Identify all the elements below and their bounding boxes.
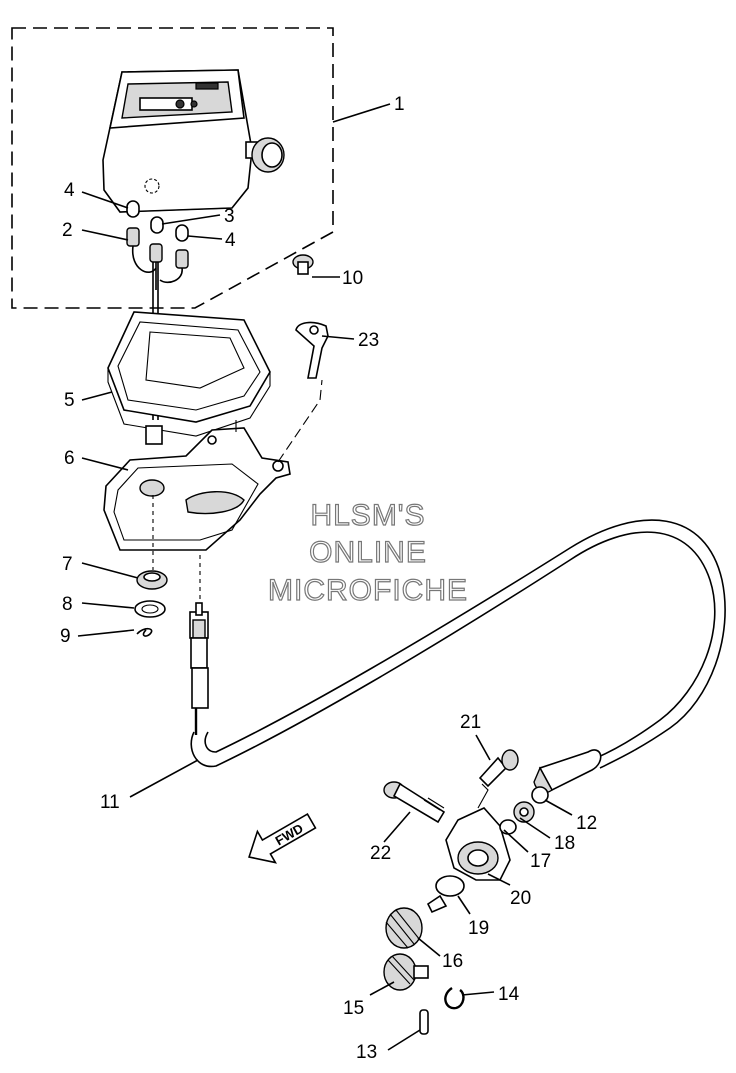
callout-15: 15 bbox=[343, 998, 364, 1019]
fwd-arrow-icon: FWD bbox=[248, 812, 317, 864]
callout-23: 23 bbox=[358, 330, 379, 351]
watermark: HLSM'S ONLINE MICROFICHE bbox=[267, 498, 468, 607]
callout-20: 20 bbox=[510, 888, 531, 909]
watermark-line-2: ONLINE bbox=[309, 536, 427, 569]
alignment-line bbox=[277, 379, 323, 463]
meter-bracket bbox=[103, 427, 291, 551]
clip bbox=[136, 627, 153, 637]
callout-21: 21 bbox=[460, 712, 481, 733]
leader-lines bbox=[77, 103, 573, 1051]
callout-10: 10 bbox=[342, 268, 363, 289]
watermark-line-3: MICROFICHE bbox=[268, 574, 468, 607]
callout-16: 16 bbox=[442, 951, 463, 972]
callout-18: 18 bbox=[554, 833, 575, 854]
callout-5: 5 bbox=[64, 390, 75, 411]
callout-13: 13 bbox=[356, 1042, 377, 1063]
speedometer-cable bbox=[189, 519, 726, 794]
meter-case bbox=[107, 311, 271, 445]
drive-gear-unit bbox=[383, 749, 549, 1035]
callout-7: 7 bbox=[62, 554, 73, 575]
washer bbox=[134, 600, 166, 618]
callout-11: 11 bbox=[100, 792, 120, 813]
callout-17: 17 bbox=[530, 851, 551, 872]
bulb-sockets bbox=[126, 200, 189, 420]
callout-19: 19 bbox=[468, 918, 489, 939]
watermark-line-1: HLSM'S bbox=[310, 499, 425, 532]
callout-3: 3 bbox=[224, 206, 235, 227]
callout-4a: 4 bbox=[64, 180, 75, 201]
callout-9: 9 bbox=[60, 626, 71, 647]
grommet-hole bbox=[143, 572, 161, 582]
callout-4b: 4 bbox=[225, 230, 236, 251]
callout-12: 12 bbox=[576, 813, 597, 834]
speedometer-assembly bbox=[102, 69, 285, 213]
callout-22: 22 bbox=[370, 843, 391, 864]
callout-8: 8 bbox=[62, 594, 73, 615]
callout-2: 2 bbox=[62, 220, 73, 241]
callout-14: 14 bbox=[498, 984, 520, 1005]
callout-6: 6 bbox=[64, 448, 75, 469]
callout-1: 1 bbox=[394, 94, 405, 115]
washer-hole bbox=[141, 604, 159, 614]
alignment-line bbox=[477, 783, 489, 809]
assembly-boundary bbox=[11, 27, 334, 309]
callout-labels: 1 2 3 4 4 5 6 7 8 9 10 11 12 13 14 15 16… bbox=[60, 94, 597, 1063]
bolt-and-stay bbox=[292, 254, 329, 379]
